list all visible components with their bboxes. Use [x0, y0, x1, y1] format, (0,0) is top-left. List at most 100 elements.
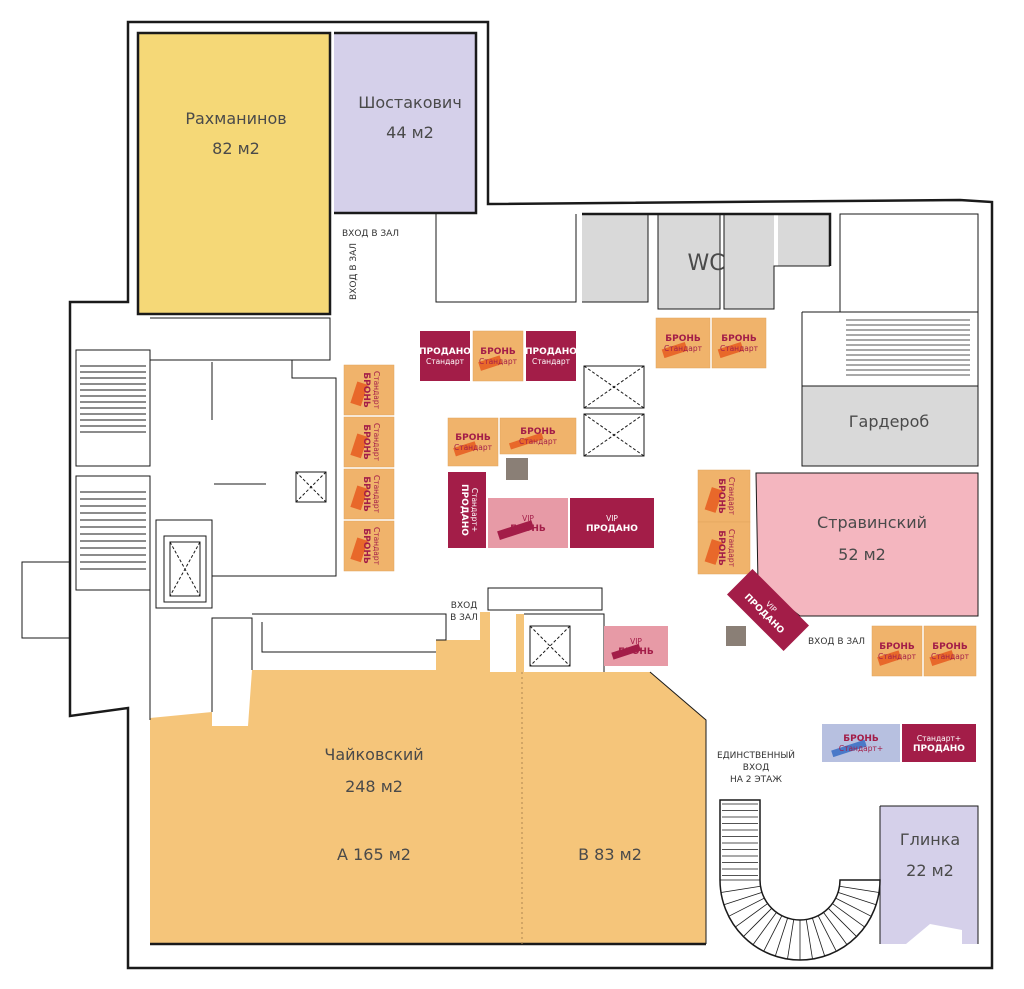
svg-text:Стандарт: Стандарт	[878, 652, 917, 661]
only-entry-label: НА 2 ЭТАЖ	[730, 775, 782, 785]
room-area: 82 м2	[212, 139, 260, 158]
svg-text:ПРОДАНО: ПРОДАНО	[913, 744, 965, 754]
svg-text:Стандарт: Стандарт	[454, 443, 493, 452]
svg-text:Стандарт: Стандарт	[372, 371, 381, 410]
svg-text:Стандарт+: Стандарт+	[839, 744, 883, 753]
svg-text:БРОНЬ: БРОНЬ	[716, 530, 726, 566]
walls	[21, 20, 994, 970]
entry-label: ВХОД	[451, 601, 477, 611]
entry-label: ВХОД В ЗАЛ	[349, 243, 359, 300]
svg-text:БРОНЬ: БРОНЬ	[361, 372, 371, 408]
svg-text:БРОНЬ: БРОНЬ	[618, 647, 654, 657]
marker-square	[506, 458, 528, 480]
room-part-a: А 165 м2	[337, 845, 411, 864]
entry-label: ВХОД В ЗАЛ	[342, 229, 399, 239]
svg-text:VIP: VIP	[522, 514, 534, 523]
booths: ПРОДАНОСтандартБРОНЬСтандартПРОДАНОСтанд…	[343, 317, 977, 762]
svg-text:БРОНЬ: БРОНЬ	[716, 478, 726, 514]
svg-text:Стандарт+: Стандарт+	[917, 734, 961, 743]
marker-square	[726, 626, 746, 646]
svg-text:Стандарт: Стандарт	[372, 527, 381, 566]
stairs-left	[80, 319, 970, 570]
svg-text:Стандарт: Стандарт	[664, 344, 703, 353]
room-part-b: В 83 м2	[578, 845, 642, 864]
room-glinka[interactable]	[880, 806, 978, 944]
spiral-staircase	[719, 799, 881, 961]
booth-sold[interactable]: Стандарт+ПРОДАНО	[902, 724, 976, 762]
room-wc[interactable]	[582, 214, 830, 309]
elevator-small	[295, 471, 327, 503]
room-area: 52 м2	[838, 545, 886, 564]
svg-text:Стандарт: Стандарт	[931, 652, 970, 661]
room-name: WC	[687, 251, 724, 276]
svg-text:Стандарт: Стандарт	[532, 357, 571, 366]
svg-text:Стандарт: Стандарт	[519, 437, 558, 446]
elevator-top	[583, 365, 645, 457]
room-name: Стравинский	[817, 513, 927, 532]
svg-text:БРОНЬ: БРОНЬ	[721, 334, 757, 344]
room-name: Рахманинов	[185, 109, 286, 128]
svg-text:ПРОДАНО: ПРОДАНО	[525, 347, 577, 357]
room-shostakovich[interactable]	[334, 33, 476, 213]
room-stravinsky[interactable]	[756, 473, 978, 616]
svg-text:Стандарт: Стандарт	[479, 357, 518, 366]
room-area: 22 м2	[906, 861, 954, 880]
svg-text:БРОНЬ: БРОНЬ	[361, 424, 371, 460]
only-entry-label: ЕДИНСТВЕННЫЙ	[717, 749, 795, 761]
room-tchaikovsky[interactable]	[150, 612, 706, 944]
svg-text:ПРОДАНО: ПРОДАНО	[586, 524, 638, 534]
room-area: 248 м2	[345, 777, 403, 796]
svg-text:VIP: VIP	[630, 637, 642, 646]
room-name: Шостакович	[358, 93, 462, 112]
svg-text:БРОНЬ: БРОНЬ	[843, 734, 879, 744]
svg-text:БРОНЬ: БРОНЬ	[480, 347, 516, 357]
svg-text:ПРОДАНО: ПРОДАНО	[419, 347, 471, 357]
entry-label: ВХОД В ЗАЛ	[808, 637, 865, 647]
svg-text:БРОНЬ: БРОНЬ	[361, 528, 371, 564]
svg-text:БРОНЬ: БРОНЬ	[520, 427, 556, 437]
elevator-left	[169, 541, 201, 597]
svg-text:Стандарт: Стандарт	[372, 423, 381, 462]
svg-text:Стандарт: Стандарт	[727, 529, 736, 568]
svg-text:БРОНЬ: БРОНЬ	[665, 334, 701, 344]
svg-text:Стандарт+: Стандарт+	[470, 488, 479, 532]
svg-text:ПРОДАНО: ПРОДАНО	[459, 484, 469, 536]
svg-text:VIP: VIP	[606, 514, 618, 523]
room-area: 44 м2	[386, 123, 434, 142]
svg-text:Стандарт: Стандарт	[372, 475, 381, 514]
svg-text:БРОНЬ: БРОНЬ	[455, 433, 491, 443]
room-rachmaninov[interactable]	[138, 33, 330, 314]
svg-text:Стандарт: Стандарт	[727, 477, 736, 516]
entry-label: В ЗАЛ	[450, 613, 478, 623]
svg-text:Стандарт: Стандарт	[720, 344, 759, 353]
svg-text:БРОНЬ: БРОНЬ	[510, 524, 546, 534]
room-name: Глинка	[900, 830, 960, 849]
elevator-bottom	[529, 625, 571, 667]
svg-text:Стандарт: Стандарт	[426, 357, 465, 366]
svg-text:БРОНЬ: БРОНЬ	[932, 642, 968, 652]
only-entry-label: ВХОД	[743, 763, 769, 773]
room-wardrobe[interactable]	[802, 386, 978, 466]
